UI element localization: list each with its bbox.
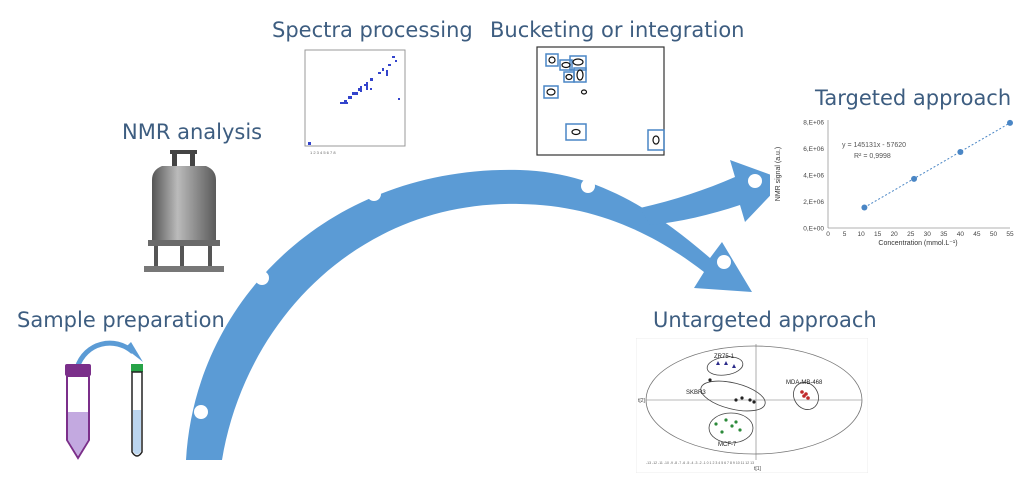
main-arc [186, 169, 752, 460]
x-tick-label: 10 [857, 231, 865, 238]
svg-text:-13 -12 -11 -10 -9 -8 -7 -6 -5: -13 -12 -11 -10 -9 -8 -7 -6 -5 -4 -3 -2 … [646, 461, 754, 465]
group-label-skbr3: SKBR3 [686, 390, 706, 396]
group-label-mcf7: MCF-7 [718, 442, 737, 448]
sample-tubes-icon [65, 340, 143, 460]
x-tick-label: 30 [924, 231, 932, 238]
r2-label: R² = 0,9998 [854, 153, 891, 160]
flow-dot-4 [581, 179, 595, 193]
y-tick-label: 4,E+06 [803, 173, 824, 180]
equation-label: y = 145131x - 57620 [842, 142, 906, 149]
data-point [1007, 119, 1013, 126]
flow-dot-6 [717, 255, 731, 269]
spectra-thumbnail: 1 2 3 4 5 6 7 8 [304, 49, 406, 155]
x-tick-label: 5 [843, 231, 847, 238]
group-ellipse-mda [793, 382, 819, 410]
trend-line [864, 122, 1011, 208]
group-ellipse-skbr3 [700, 380, 766, 412]
label-bucketing: Bucketing or integration [490, 18, 745, 42]
data-point [911, 175, 918, 182]
group-ellipse-zr75 [706, 356, 744, 376]
x-tick-label: 55 [1006, 231, 1014, 238]
targeted-chart: 0,E+00 2,E+06 4,E+06 6,E+06 8,E+06 0 5 10 15 20 2… [770, 110, 1020, 250]
x-axis-label: Concentration (mmol.L⁻¹) [878, 240, 957, 247]
flow-dot-2 [255, 271, 269, 285]
y-tick-label: 0,E+00 [803, 226, 824, 233]
y-tick-label: 2,E+06 [803, 199, 824, 206]
flow-dot-1 [194, 405, 208, 419]
nmr-magnet-icon [144, 150, 224, 272]
label-spectra-processing: Spectra processing [272, 18, 473, 42]
svg-text:1 2 3 4 5 6 7 8: 1 2 3 4 5 6 7 8 [310, 150, 336, 155]
label-targeted: Targeted approach [815, 86, 1012, 110]
bucketing-thumbnail [536, 46, 665, 156]
flow-dot-5 [748, 174, 762, 188]
pca-ylabel: t[2] [638, 398, 646, 404]
skbr3-points [708, 378, 756, 404]
flow-dot-3 [367, 187, 381, 201]
x-tick-label: 20 [891, 231, 899, 238]
y-tick-label: 8,E+06 [803, 120, 824, 127]
y-axis-label: NMR signal (a.u.) [775, 147, 782, 201]
x-tick-label: 40 [957, 231, 965, 238]
x-tick-label: 45 [973, 231, 981, 238]
x-tick-label: 15 [874, 231, 882, 238]
mda-points [800, 390, 810, 400]
label-untargeted: Untargeted approach [653, 308, 877, 332]
x-tick-label: 25 [907, 231, 915, 238]
upper-branch-arc [640, 160, 785, 225]
group-label-mda: MDA-MB-468 [786, 380, 823, 386]
pca-xlabel: t[1] [754, 466, 762, 472]
x-tick-label: 50 [990, 231, 998, 238]
x-tick-label: 0 [826, 231, 830, 238]
group-label-zr75: ZR75-1 [714, 354, 735, 360]
y-tick-label: 6,E+06 [803, 146, 824, 153]
label-sample-preparation: Sample preparation [17, 308, 225, 332]
mcf7-points [714, 418, 742, 434]
zr75-points [716, 361, 736, 368]
data-point [861, 204, 868, 211]
label-nmr-analysis: NMR analysis [122, 120, 263, 144]
data-point [957, 148, 964, 155]
x-tick-label: 35 [940, 231, 948, 238]
group-ellipse-mcf7 [708, 412, 754, 444]
pca-x-ticks: -13 -12 -11 -10 -9 -8 -7 -6 -5 -4 -3 -2 … [646, 461, 754, 465]
pca-chart: ZR75-1 SKBR3 MDA-MB-468 MCF-7 t[1] t[2] … [636, 338, 868, 473]
